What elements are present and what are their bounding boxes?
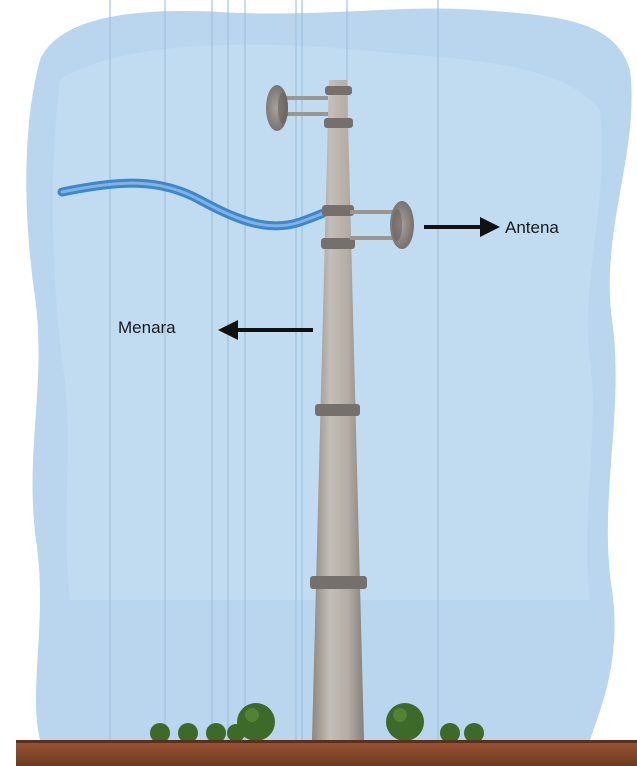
- ground: [16, 740, 637, 766]
- label-antena: Antena: [505, 218, 559, 238]
- label-menara: Menara: [118, 318, 176, 338]
- ground-edge: [16, 740, 637, 743]
